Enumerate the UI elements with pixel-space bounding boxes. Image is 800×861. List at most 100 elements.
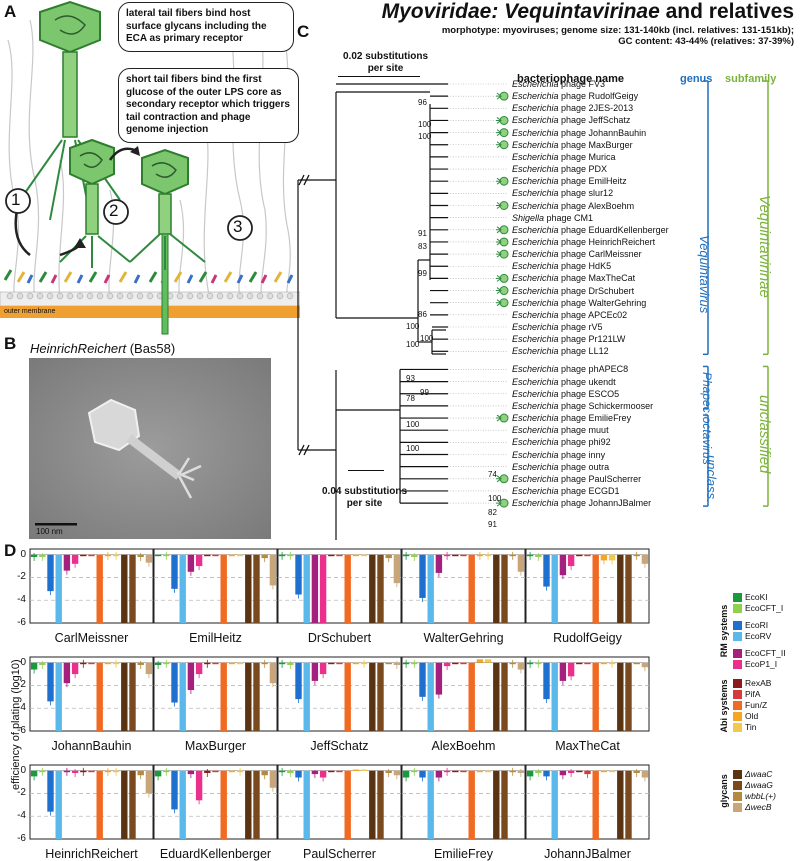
eop-bar — [88, 554, 95, 557]
eop-bar — [344, 770, 351, 839]
eop-bar — [617, 554, 624, 623]
tip-genus: Escherichia — [512, 176, 559, 187]
phage-panel-label: MaxTheCat — [555, 739, 620, 753]
legend-swatch — [733, 770, 742, 780]
y-tick-label: -4 — [17, 702, 26, 714]
tip-genus: Escherichia — [512, 425, 559, 436]
tip-genus: Escherichia — [512, 236, 559, 247]
tip-name: phage EduardKellenberger — [558, 224, 669, 235]
phage-panel-label: EmilieFrey — [433, 847, 494, 861]
legend-swatch — [733, 690, 742, 700]
eop-bar — [468, 770, 475, 839]
tip-name: phage EmilHeitz — [558, 176, 627, 187]
tip-name: phage HeinrichReichert — [558, 236, 656, 247]
eop-bar — [187, 554, 195, 572]
eop-bar — [551, 554, 558, 623]
tip-label: Escherichia phage MaxTheCat — [512, 273, 635, 283]
eop-bar — [195, 770, 203, 801]
phage-icon — [496, 413, 509, 423]
infection-illustration — [0, 0, 300, 335]
legend-label: RexAB — [745, 678, 772, 688]
eop-bar — [543, 554, 550, 587]
genus-label-unclass: unclass. — [704, 455, 719, 503]
tip-label: Escherichia phage slur12 — [512, 188, 613, 198]
tip-genus: Escherichia — [512, 413, 559, 424]
col-header-subfamily: subfamily — [725, 73, 777, 85]
tip-name: phage HdK5 — [558, 261, 612, 272]
tip-name: phage JohannBauhin — [558, 127, 647, 138]
eop-bar — [80, 554, 87, 557]
eop-bar — [576, 554, 583, 557]
legend-item: EcoP1_I — [733, 659, 777, 670]
legend-swatch — [733, 723, 742, 733]
eop-bar — [71, 554, 79, 564]
legend-label: ΔwecB — [745, 802, 772, 812]
eop-panel — [525, 764, 650, 840]
legend-item: EcoCFT_II — [733, 648, 786, 659]
tip-genus: Escherichia — [512, 346, 559, 357]
eop-bar — [336, 662, 343, 665]
eop-panel — [525, 656, 650, 732]
eop-bar — [253, 662, 260, 731]
eop-panel — [277, 656, 402, 732]
bootstrap-value: 74 — [488, 470, 497, 479]
tip-name: phage rV5 — [558, 322, 603, 332]
tip-name: phage MaxBurger — [558, 139, 633, 150]
legend-swatch — [733, 712, 742, 722]
eop-bar — [220, 554, 227, 623]
eop-bar — [600, 662, 608, 665]
eop-bar — [269, 770, 277, 788]
eop-panel — [401, 548, 526, 624]
eop-bar — [179, 770, 186, 839]
bootstrap-value: 100 — [418, 132, 432, 141]
eop-bar — [212, 554, 219, 557]
bootstrap-value: 86 — [418, 310, 427, 319]
tip-genus: Escherichia — [512, 103, 559, 114]
eop-chart — [29, 548, 650, 840]
eop-bar — [295, 554, 302, 595]
eop-bar — [212, 662, 219, 665]
phage-1-illustration — [19, 0, 121, 221]
eop-bar — [253, 770, 260, 839]
legend-label: Old — [745, 711, 759, 721]
eop-panel — [153, 656, 278, 732]
legend-item: ΔwecB — [733, 802, 772, 813]
tip-genus: Escherichia — [512, 79, 559, 89]
primary-receptor-bubble: lateral tail fibers bind host surface gl… — [118, 2, 294, 52]
phage-panel-label: MaxBurger — [184, 739, 247, 753]
tip-label: Escherichia phage JohannJBalmer — [512, 498, 651, 508]
tip-genus: Escherichia — [512, 485, 559, 496]
eop-bar — [576, 770, 583, 773]
phage-panel-label: AlexBoehm — [431, 739, 496, 753]
eop-bar — [154, 554, 162, 557]
phage-icon — [496, 273, 509, 283]
legend-swatch — [733, 604, 742, 614]
legend-swatch — [733, 649, 742, 659]
tip-genus: Escherichia — [512, 461, 559, 472]
legend-group-label: RM systems — [719, 604, 729, 658]
eop-bar — [493, 554, 500, 623]
tip-genus: Escherichia — [512, 91, 559, 102]
tip-genus: Escherichia — [512, 139, 559, 150]
eop-bar — [493, 770, 500, 839]
eop-bar — [484, 770, 492, 773]
tip-name: phage ECGD1 — [558, 485, 620, 496]
tip-name: phage CarlMeissner — [558, 249, 642, 260]
eop-bar — [121, 554, 128, 623]
tip-genus: Escherichia — [512, 498, 559, 509]
phage-panel-label: PaulScherrer — [303, 847, 376, 861]
eop-bar — [71, 662, 79, 675]
scale-bar-label-top: 0.02 substitutions per site — [342, 51, 428, 74]
legend-label: Fun/Z — [745, 700, 768, 710]
tip-name: phage Pr121LW — [558, 334, 626, 345]
eop-bar — [419, 554, 426, 598]
legend-label: EcoRV — [745, 631, 772, 641]
eop-bar — [171, 662, 178, 703]
tip-label: Escherichia phage phAPEC8 — [512, 364, 628, 374]
tip-name: phage LL12 — [558, 346, 609, 357]
tip-label: Escherichia phage JeffSchatz — [512, 115, 630, 125]
eop-bar — [393, 554, 401, 584]
eop-bar — [452, 770, 459, 773]
tip-genus: Escherichia — [512, 364, 559, 375]
eop-bar — [592, 662, 599, 731]
